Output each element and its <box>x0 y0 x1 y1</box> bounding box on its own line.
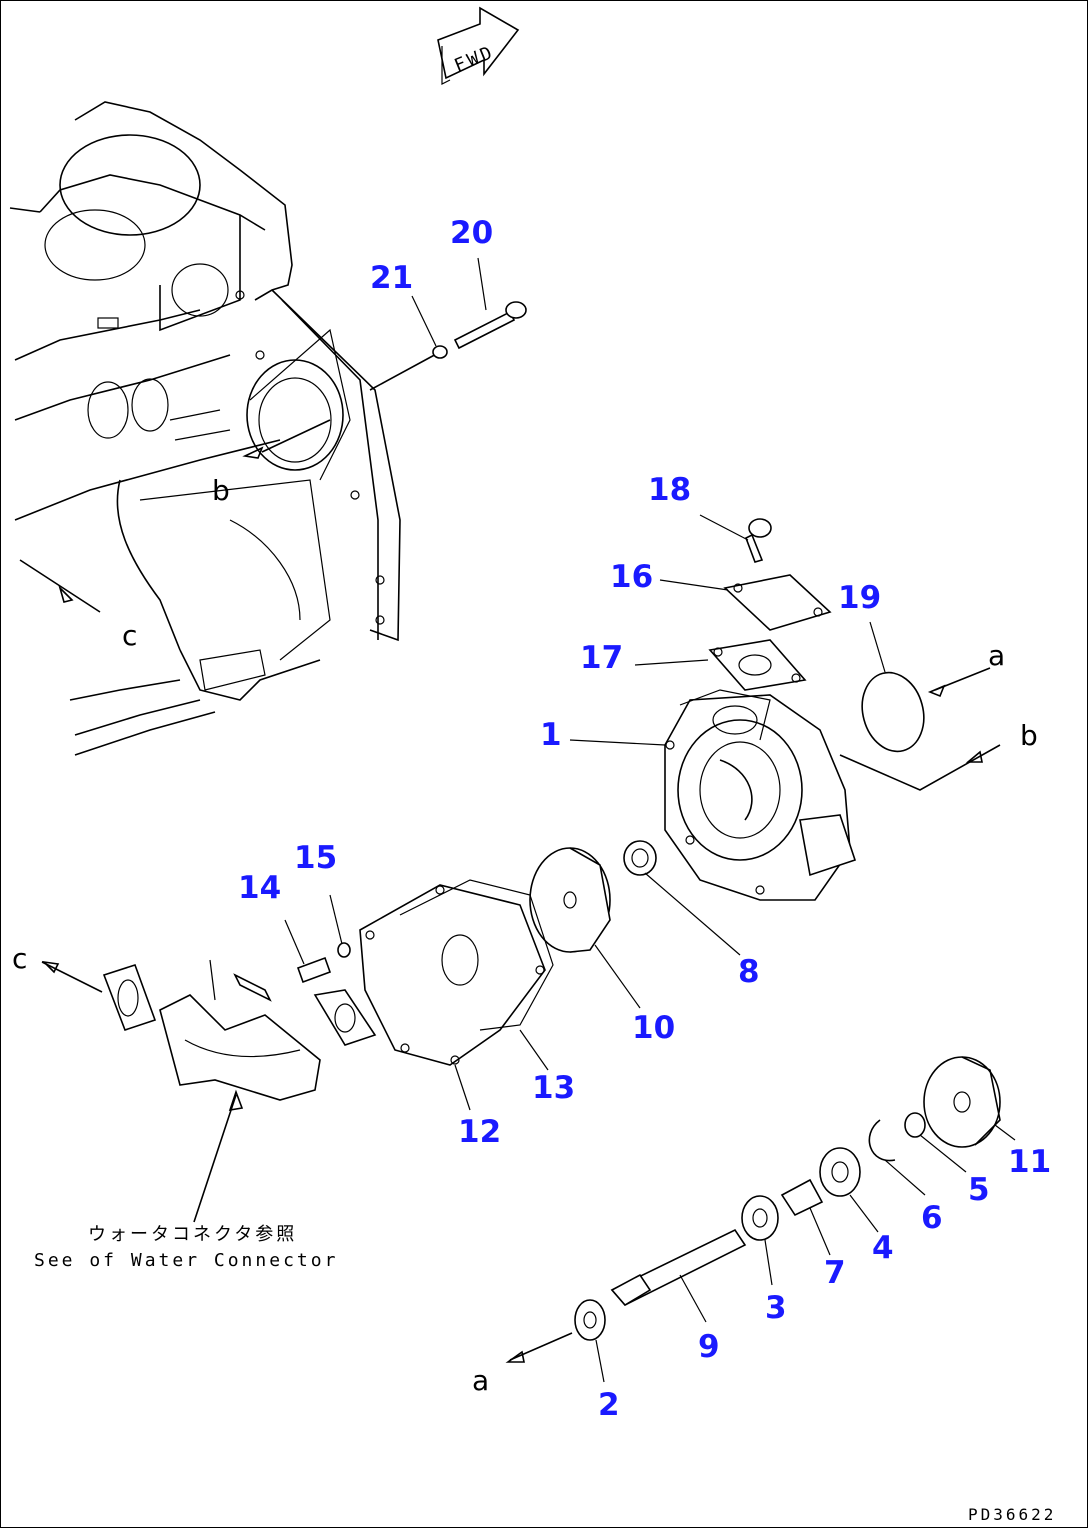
callout-6: 6 <box>921 1200 943 1236</box>
ref-a-pump: a <box>988 639 1005 672</box>
callout-11: 11 <box>1008 1144 1051 1180</box>
callout-8: 8 <box>738 954 760 990</box>
part-21-washer <box>432 345 448 359</box>
callout-16: 16 <box>610 559 653 595</box>
fwd-label: FWD <box>451 42 497 77</box>
ref-a-shaft: a <box>472 1364 489 1397</box>
ref-b-engine: b <box>212 474 230 507</box>
part-6-snap-ring <box>868 1119 896 1162</box>
callout-2: 2 <box>598 1387 620 1423</box>
part-1-pump-body <box>664 689 857 901</box>
callouts: 1 2 3 4 5 6 7 8 9 10 11 12 13 14 15 16 1… <box>238 215 1051 1423</box>
callout-12: 12 <box>458 1114 501 1150</box>
callout-17: 17 <box>580 640 623 676</box>
part-4-bearing <box>819 1147 861 1197</box>
engine-block <box>9 101 401 756</box>
callout-15: 15 <box>294 840 337 876</box>
callout-13: 13 <box>532 1070 575 1106</box>
callout-19: 19 <box>838 580 881 616</box>
callout-4: 4 <box>872 1230 894 1266</box>
part-2-seal <box>574 1299 606 1341</box>
callout-leaders <box>284 257 1016 1383</box>
part-16-cover-plate <box>723 574 832 631</box>
ref-c-connector: c <box>12 942 27 975</box>
water-connector <box>102 959 377 1101</box>
part-19-o-ring <box>861 671 925 753</box>
part-18-bolt <box>744 518 772 563</box>
water-connector-note: ウォータコネクタ参照 See of Water Connector <box>34 1224 338 1271</box>
callout-9: 9 <box>698 1329 720 1365</box>
callout-3: 3 <box>765 1290 787 1326</box>
part-8-seal <box>623 840 657 876</box>
callout-18: 18 <box>648 472 691 508</box>
part-15-washer <box>337 942 351 958</box>
part-5-washer <box>904 1112 926 1138</box>
ref-c-engine: c <box>122 619 137 652</box>
callout-20: 20 <box>450 215 493 251</box>
part-11-pulley <box>923 1056 1001 1148</box>
part-14-bolt <box>296 956 332 984</box>
callout-21: 21 <box>370 260 413 296</box>
ref-b-pump: b <box>1020 719 1038 752</box>
reference-lines <box>19 351 1001 1363</box>
part-10-impeller <box>529 847 611 953</box>
callout-1: 1 <box>540 717 562 753</box>
fwd-arrow: FWD <box>437 6 520 85</box>
part-9-shaft <box>610 1228 747 1307</box>
drawing-code: PD36622 <box>968 1505 1056 1524</box>
callout-7: 7 <box>824 1255 846 1291</box>
callout-10: 10 <box>632 1010 675 1046</box>
part-17-gasket <box>708 639 807 691</box>
reference-letters: b c a b c a <box>12 474 1038 1397</box>
part-7-spacer <box>780 1178 824 1217</box>
note-japanese: ウォータコネクタ参照 <box>88 1224 297 1245</box>
note-english: See of Water Connector <box>34 1250 338 1271</box>
part-12-pump-cover <box>359 884 546 1066</box>
part-3-bearing <box>741 1195 779 1241</box>
callout-5: 5 <box>968 1172 990 1208</box>
part-13-gasket <box>399 879 554 1031</box>
callout-14: 14 <box>238 870 281 906</box>
part-20-bolt <box>453 301 527 350</box>
